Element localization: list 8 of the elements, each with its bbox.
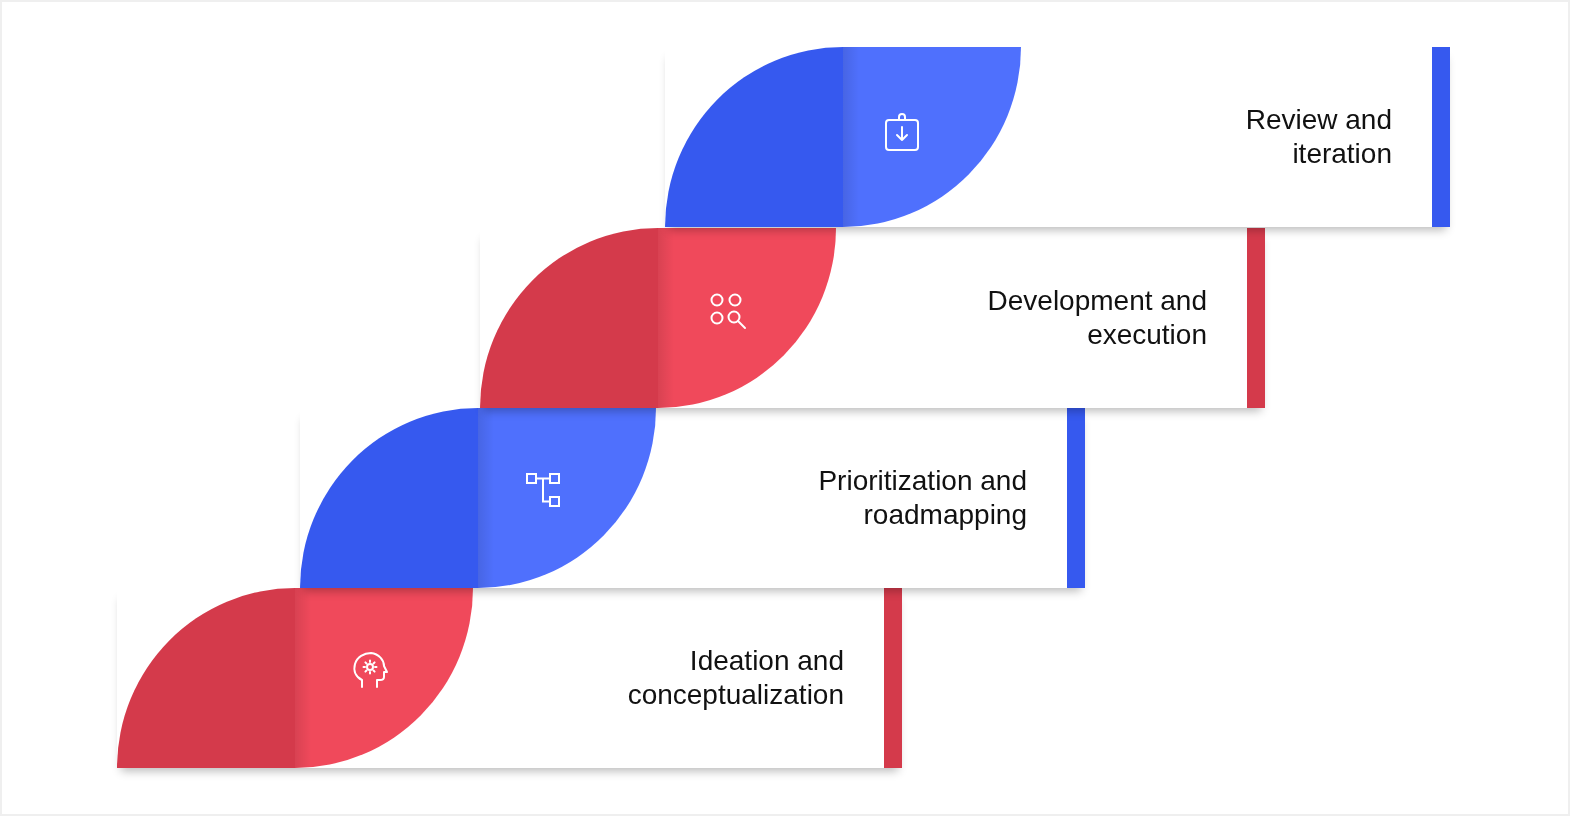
step-card [665, 47, 1450, 227]
step-label: Review and iteration [1244, 103, 1392, 171]
step-card [480, 228, 1265, 408]
step-card [300, 408, 1085, 588]
step-label: Prioritization and roadmapping [817, 464, 1027, 532]
step-card [117, 588, 902, 768]
step-label: Ideation and conceptualization [626, 644, 844, 712]
step-label: Development and execution [986, 284, 1207, 352]
